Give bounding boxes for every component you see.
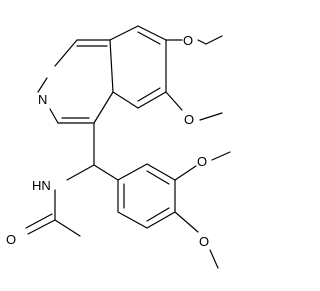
bond	[137, 31, 161, 45]
bond	[146, 211, 176, 229]
bond	[49, 108, 59, 124]
bond	[174, 211, 199, 233]
bond	[117, 211, 148, 229]
bond	[66, 164, 95, 181]
bond	[199, 112, 223, 121]
bond	[197, 39, 207, 45]
bond	[93, 164, 119, 181]
bond	[37, 77, 48, 93]
bond	[205, 35, 223, 45]
bond	[109, 25, 139, 41]
bond	[25, 213, 53, 229]
bond	[174, 165, 197, 181]
bond	[137, 91, 167, 109]
methoxy-7-oxygen-label: O	[184, 112, 194, 127]
bond	[165, 91, 183, 111]
bond	[146, 163, 176, 181]
amide-nh-label: HN	[32, 178, 51, 193]
bond	[54, 39, 78, 67]
molecule-structure: N HN O O O O O	[6, 25, 231, 269]
bond	[27, 219, 56, 235]
methoxy-4p-oxygen-label: O	[199, 234, 209, 249]
bond	[117, 163, 148, 181]
bond	[109, 39, 114, 93]
atom-labels: N HN O O O O O	[6, 33, 209, 249]
bond	[137, 25, 167, 41]
methoxy-6-oxygen-label: O	[183, 33, 193, 48]
bond	[209, 249, 219, 269]
bond	[146, 170, 170, 185]
structure-canvas: N HN O O O O O	[6, 25, 231, 269]
bond	[112, 91, 139, 109]
methoxy-3p-oxygen-label: O	[197, 154, 207, 169]
bonds	[25, 25, 231, 269]
bond	[54, 219, 81, 237]
carbonyl-oxygen-label: O	[6, 232, 16, 247]
bond	[211, 151, 231, 161]
ring-nitrogen-label: N	[38, 92, 47, 107]
bond	[146, 207, 170, 222]
bond	[137, 87, 161, 102]
bond	[93, 91, 114, 124]
